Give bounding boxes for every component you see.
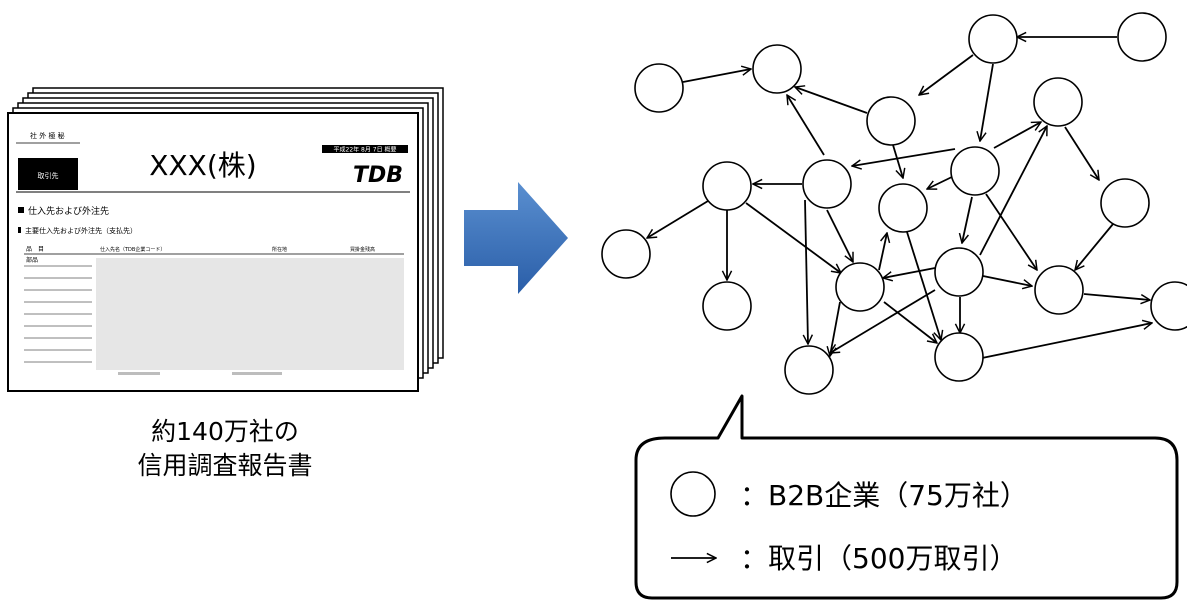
company-node [802, 159, 852, 209]
legend-node-symbol [670, 471, 716, 517]
network-edge [906, 231, 941, 340]
report-black-box [18, 158, 78, 190]
report-date: 平成22年 8月 7日 概要 [334, 146, 397, 154]
report-logo: TDB [353, 163, 403, 188]
network-edge [919, 54, 974, 95]
report-header-label: 社 外 極 秘 [30, 131, 65, 140]
company-node [1034, 265, 1084, 315]
company-node [878, 183, 928, 233]
company-node [934, 247, 984, 297]
network-edge [962, 196, 973, 243]
report-first-item: 部品 [26, 256, 38, 264]
network-edge [647, 200, 709, 238]
network-edge [826, 209, 854, 262]
network-edge [805, 199, 808, 344]
network-edge [980, 63, 994, 141]
network-edge [1075, 223, 1114, 270]
network-edge [878, 233, 887, 271]
caption-line-1: 約140万社の [151, 417, 299, 446]
company-node [601, 229, 651, 279]
transform-arrow [464, 182, 568, 294]
network-edge [1083, 293, 1150, 300]
network-nodes [601, 12, 1187, 395]
network-edge [830, 289, 936, 353]
report-front-page: 社 外 極 秘 取引先 XXX(株) 平成22年 8月 7日 概要 TDB 仕入… [7, 112, 419, 392]
company-node [702, 281, 752, 331]
company-node [634, 63, 684, 113]
company-node [784, 345, 834, 395]
report-section-marker [18, 207, 24, 213]
company-node [934, 332, 984, 382]
caption: 約140万社の 信用調査報告書 [120, 415, 330, 483]
company-node [866, 96, 916, 146]
report-company-name: XXX(株) [149, 149, 256, 182]
network-edge [745, 202, 841, 273]
network-edge [852, 148, 956, 166]
network-edge [892, 144, 903, 178]
network-edge [883, 267, 936, 278]
network-edge [981, 323, 1152, 359]
company-node [950, 146, 1000, 196]
network-edge [982, 275, 1032, 286]
report-col-supplier: 仕入先名（TDB企業コード） [100, 246, 165, 253]
company-node [702, 161, 752, 211]
report-col-location: 所在地 [272, 246, 287, 253]
network-edge [883, 301, 937, 343]
network-edge [787, 95, 825, 156]
report-col-balance: 買掛金残高 [350, 246, 375, 253]
network-edge [682, 69, 751, 83]
company-node [752, 44, 802, 94]
report-section-title: 仕入先および外注先 [28, 205, 109, 217]
network-edge [979, 126, 1048, 256]
report-subsection-title: 主要仕入先および外注先（支払先） [25, 226, 137, 235]
company-node [968, 14, 1018, 64]
report-col-item: 品 目 [26, 246, 44, 253]
legend-node-label: ：B2B企業（75万社） [740, 479, 1028, 512]
company-node [1117, 12, 1167, 62]
report-date-bar [322, 145, 408, 153]
report-subsection-marker [18, 227, 21, 233]
report-row-lines [24, 265, 92, 363]
network-edge [993, 122, 1041, 149]
network-edges [647, 37, 1152, 359]
legend-edge-label: ：取引（500万取引） [740, 542, 1017, 575]
legend-bubble [634, 394, 1179, 600]
caption-line-2: 信用調査報告書 [137, 451, 313, 480]
network-edge [795, 87, 868, 114]
report-black-box-label: 取引先 [38, 171, 59, 180]
company-node [1100, 178, 1150, 228]
network-edge [1064, 126, 1099, 180]
report-gray-table [96, 258, 404, 370]
company-node [1150, 281, 1187, 331]
company-node [835, 262, 885, 312]
network-edge [985, 193, 1037, 270]
company-node [1033, 77, 1083, 127]
